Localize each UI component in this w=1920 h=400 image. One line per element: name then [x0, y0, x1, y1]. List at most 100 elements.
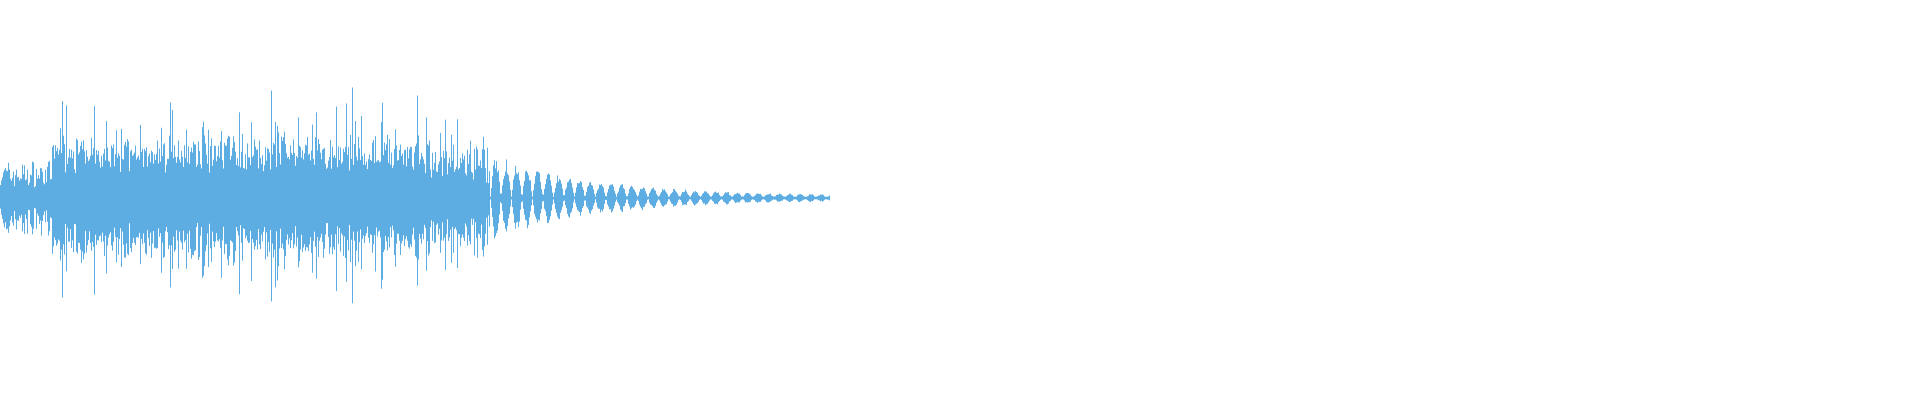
- waveform-sample: [335, 158, 336, 235]
- waveform-sample: [578, 183, 579, 212]
- waveform-sample: [529, 180, 530, 218]
- waveform-sample: [819, 195, 820, 201]
- waveform-sample: [320, 152, 321, 238]
- waveform-sample: [613, 186, 614, 209]
- waveform-sample: [767, 194, 768, 203]
- waveform-sample: [620, 185, 621, 210]
- waveform-sample: [103, 153, 104, 242]
- waveform-sample: [455, 169, 456, 228]
- waveform-sample: [791, 194, 792, 201]
- waveform-sample: [427, 144, 428, 242]
- waveform-sample: [12, 177, 13, 223]
- waveform-sample: [642, 188, 643, 211]
- waveform-sample: [778, 194, 779, 202]
- waveform-sample: [541, 189, 542, 210]
- waveform-sample: [542, 193, 543, 202]
- waveform-sample: [582, 187, 583, 209]
- waveform-sample: [751, 196, 752, 200]
- waveform-sample: [231, 155, 232, 242]
- waveform-sample: [803, 195, 804, 200]
- waveform-sample: [815, 196, 816, 200]
- waveform-sample: [827, 196, 828, 200]
- waveform-sample: [496, 161, 497, 234]
- waveform-sample: [679, 196, 680, 200]
- waveform-sample: [446, 151, 447, 235]
- waveform-sample: [671, 193, 672, 204]
- waveform-sample: [199, 151, 200, 257]
- waveform-sample: [139, 159, 140, 233]
- waveform-sample: [562, 188, 563, 207]
- waveform-sample: [824, 196, 825, 200]
- waveform-sample: [692, 193, 693, 203]
- waveform-sample: [443, 150, 444, 241]
- waveform-sample: [601, 184, 602, 211]
- waveform-sample: [756, 193, 757, 202]
- waveform-sample: [569, 179, 570, 218]
- waveform-sample: [436, 171, 437, 225]
- waveform-sample: [461, 163, 462, 238]
- waveform-sample: [187, 162, 188, 234]
- waveform-sample: [631, 185, 632, 209]
- waveform-sample: [440, 132, 441, 253]
- waveform-sample: [353, 164, 354, 232]
- waveform-sample: [470, 140, 471, 245]
- waveform-sample: [591, 184, 592, 211]
- waveform-sample: [432, 152, 433, 241]
- waveform-sample: [744, 195, 745, 201]
- waveform-sample: [737, 192, 738, 203]
- waveform-sample: [59, 149, 60, 241]
- waveform-sample: [271, 90, 272, 302]
- waveform-sample: [458, 169, 459, 235]
- waveform-sample: [698, 194, 699, 202]
- waveform-sample: [338, 146, 339, 245]
- waveform-sample: [792, 195, 793, 201]
- waveform-sample: [709, 195, 710, 201]
- waveform-sample: [53, 145, 54, 247]
- waveform-sample: [19, 180, 20, 216]
- waveform-sample: [777, 194, 778, 202]
- waveform-sample: [95, 163, 96, 235]
- waveform-sample: [298, 117, 299, 268]
- waveform-sample: [592, 185, 593, 210]
- waveform-sample: [466, 175, 467, 227]
- waveform-sample: [809, 194, 810, 202]
- waveform-sample: [212, 165, 213, 232]
- waveform-sample: [137, 157, 138, 238]
- waveform-sample: [808, 195, 809, 201]
- waveform-sample: [332, 146, 333, 255]
- waveform-sample: [486, 182, 487, 218]
- waveform-sample: [151, 150, 152, 258]
- waveform-sample: [18, 176, 19, 221]
- waveform-sample: [775, 196, 776, 200]
- waveform-sample: [590, 181, 591, 214]
- waveform-sample: [47, 166, 48, 222]
- waveform-sample: [829, 195, 830, 201]
- waveform-sample: [400, 144, 401, 255]
- waveform-sample: [439, 161, 440, 229]
- waveform-sample: [624, 189, 625, 206]
- waveform-sample: [368, 159, 369, 238]
- waveform-sample: [258, 168, 259, 230]
- waveform-sample: [499, 181, 500, 215]
- waveform-sample: [489, 171, 490, 227]
- waveform-sample: [16, 169, 17, 230]
- waveform-sample: [97, 154, 98, 241]
- waveform-sample: [127, 139, 128, 254]
- waveform-sample: [721, 196, 722, 200]
- waveform-sample: [336, 106, 337, 292]
- waveform-sample: [223, 168, 224, 227]
- waveform-sample: [568, 181, 569, 217]
- waveform-sample: [136, 159, 137, 238]
- waveform-sample: [518, 172, 519, 228]
- waveform-sample: [195, 144, 196, 251]
- waveform-sample: [49, 161, 50, 232]
- waveform-sample: [272, 154, 273, 244]
- waveform-sample: [719, 195, 720, 201]
- waveform-sample: [26, 179, 27, 220]
- waveform-sample: [573, 192, 574, 203]
- waveform-sample: [599, 184, 600, 209]
- waveform-sample: [330, 140, 331, 248]
- waveform-sample: [207, 163, 208, 234]
- waveform-sample: [119, 155, 120, 240]
